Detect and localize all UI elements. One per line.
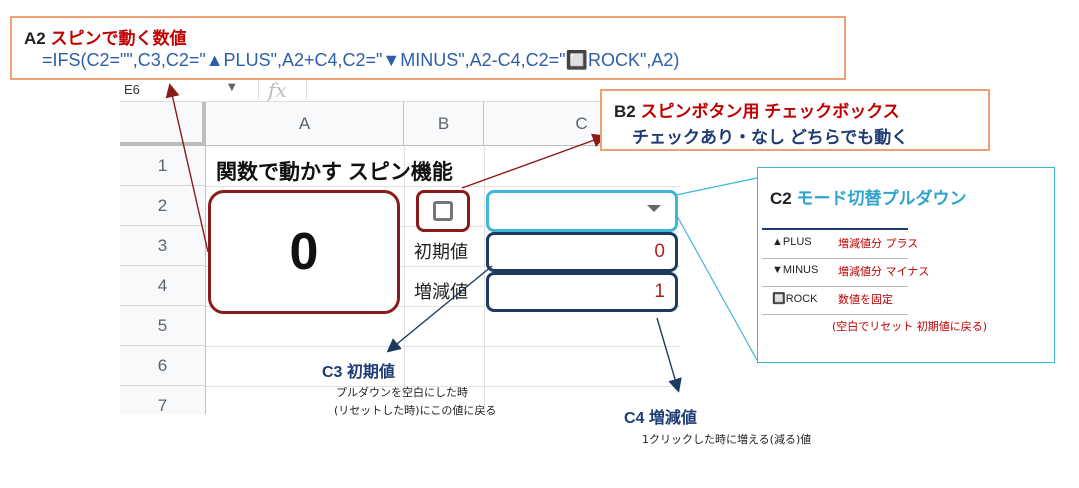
grid-line [206, 386, 680, 387]
grid-line [206, 266, 680, 267]
mode-desc: 増減値分 プラス [838, 237, 919, 250]
row-header-6[interactable]: 6 [120, 346, 206, 386]
mode-table: ▲PLUS 増減値分 プラス ▼MINUS 増減値分 マイナス 🔲ROCK 数値… [762, 228, 929, 315]
callout-a2-cell: A2 [24, 29, 46, 48]
callout-b2-subtitle: チェックあり・なし どちらでも動く [632, 128, 909, 147]
select-all-corner[interactable] [120, 102, 206, 146]
arrow-c3 [386, 265, 493, 353]
grid-line [206, 186, 680, 187]
callout-c2: C2 モード切替プルダウン ▲PLUS 増減値分 プラス ▼MINUS 増減値分… [757, 167, 1055, 363]
callout-c3-title: C3 初期値 [322, 364, 395, 381]
callout-c3-note: (リセットした時)にこの値に戻る [334, 404, 497, 417]
callout-c2-cell: C2 [770, 189, 792, 208]
formula-bar: E6 ▼ fx [120, 78, 680, 102]
callout-b2-title: B2 スピンボタン用 チェックボックス [614, 97, 900, 122]
callout-c2-note: (空白でリセット 初期値に戻る) [832, 320, 988, 333]
mode-desc: 増減値分 マイナス [838, 265, 930, 278]
step-value-cell[interactable]: 1 [486, 272, 678, 312]
mode-key: ▲PLUS [772, 236, 812, 248]
grid-line [404, 146, 405, 414]
row-header-5[interactable]: 5 [120, 306, 206, 346]
callout-c4-title: C4 増減値 [624, 410, 697, 427]
mode-dropdown[interactable] [486, 190, 678, 232]
chevron-down-icon[interactable]: ▼ [228, 82, 236, 93]
line-c2-bottom [675, 213, 758, 361]
row-header-2[interactable]: 2 [120, 186, 206, 226]
spin-checkbox-cell[interactable] [416, 190, 470, 232]
spin-value-cell[interactable]: 0 [208, 190, 400, 314]
arrow-a2 [165, 83, 209, 253]
callout-c4-note: 1クリックした時に増える(減る)値 [642, 433, 812, 446]
divider [258, 80, 259, 100]
grid-line [206, 346, 680, 347]
mode-row: 🔲ROCK 数値を固定 [762, 286, 908, 315]
callout-b2: B2 スピンボタン用 チェックボックス チェックあり・なし どちらでも動く [600, 89, 990, 151]
callout-a2: A2 スピンで動く数値 =IFS(C2="",C3,C2="▲PLUS",A2+… [10, 16, 846, 80]
grid-line [484, 146, 485, 414]
chevron-down-icon[interactable] [647, 205, 661, 212]
initial-value-label: 初期値 [414, 242, 468, 262]
checkbox[interactable] [433, 201, 453, 221]
name-box[interactable]: E6 [124, 82, 140, 97]
fx-icon: fx [268, 78, 287, 102]
callout-c3-note: プルダウンを空白にした時 [336, 386, 468, 399]
arrow-c4 [656, 317, 682, 393]
column-header-a[interactable]: A [206, 102, 404, 146]
arrow-b2 [461, 133, 607, 189]
line-c2-top [675, 177, 758, 196]
mode-row: ▲PLUS 増減値分 プラス [762, 230, 918, 259]
callout-a2-title: A2 スピンで動く数値 [24, 24, 186, 49]
callout-b2-text: スピンボタン用 チェックボックス [640, 102, 900, 121]
mode-desc: 数値を固定 [838, 293, 893, 306]
sheet-title-cell[interactable]: 関数で動かす スピン機能 [216, 161, 453, 184]
callout-a2-formula: =IFS(C2="",C3,C2="▲PLUS",A2+C4,C2="▼MINU… [42, 50, 680, 70]
callout-b2-cell: B2 [614, 102, 636, 121]
initial-value-cell[interactable]: 0 [486, 232, 678, 272]
row-header-4[interactable]: 4 [120, 266, 206, 306]
callout-a2-text: スピンで動く数値 [50, 29, 187, 48]
mode-row: ▼MINUS 増減値分 マイナス [762, 258, 929, 287]
row-header-3[interactable]: 3 [120, 226, 206, 266]
callout-c2-text: モード切替プルダウン [796, 189, 967, 208]
callout-c2-title: C2 モード切替プルダウン [770, 184, 966, 209]
spreadsheet: E6 ▼ fx A B C 1 2 3 4 5 6 7 関数で動かす スピン機能… [120, 78, 680, 414]
column-header-b[interactable]: B [404, 102, 484, 146]
mode-key: 🔲ROCK [772, 293, 818, 305]
divider [306, 80, 307, 100]
mode-key: ▼MINUS [772, 264, 819, 276]
row-header-7[interactable]: 7 [120, 386, 206, 414]
